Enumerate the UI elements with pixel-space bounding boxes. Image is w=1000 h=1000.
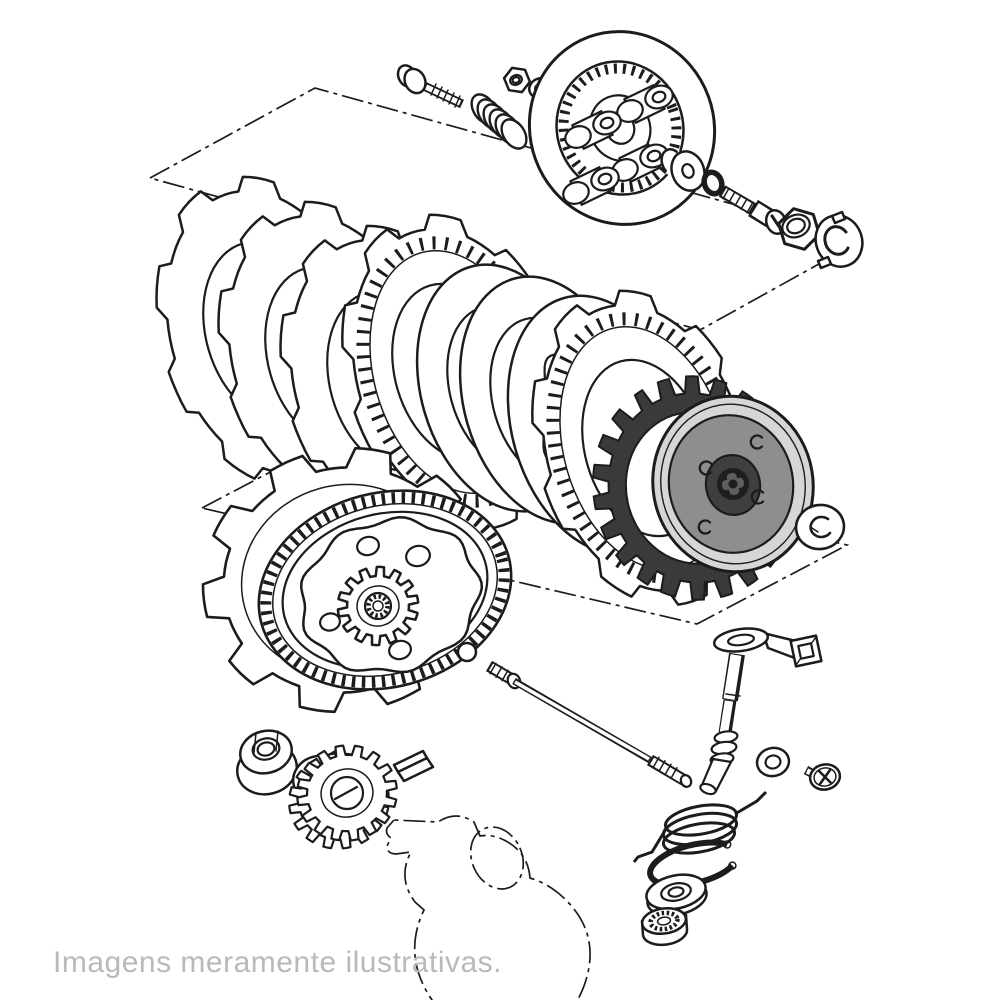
torsion-spring	[632, 790, 768, 863]
release-shaft-assembly	[699, 627, 823, 796]
bolt-flange	[403, 67, 427, 95]
plate-hole	[318, 612, 342, 632]
phillips-screw	[803, 763, 842, 791]
spline-teeth	[721, 472, 745, 496]
bolt-thread-ticks	[430, 83, 461, 108]
pushrod-thread-right	[652, 756, 678, 779]
o-ring	[701, 169, 725, 197]
screw-thread-ticks	[722, 187, 754, 214]
caption: Imagens meramente ilustrativas.	[53, 946, 503, 979]
primary-drive-gear	[288, 744, 398, 850]
bolt-tower-1	[616, 84, 674, 124]
clutch-center-hub	[527, 30, 717, 226]
plate-hole	[405, 544, 431, 568]
release-washer	[755, 746, 791, 778]
bolt-tower-2	[564, 110, 622, 150]
plate-hole	[388, 639, 412, 661]
pushrod-thread-left	[489, 662, 509, 682]
release-arm	[712, 627, 823, 668]
basket-center-pinion	[336, 565, 420, 647]
clutch-spring-bolt	[396, 64, 464, 109]
lifter-cap-washer	[660, 148, 706, 192]
conical-spring-washer	[794, 503, 846, 551]
bolt-hole-marks	[697, 434, 765, 535]
clutch-basket-assembly	[201, 446, 513, 714]
arm-clamp-end	[789, 634, 823, 668]
lock-washer-upper	[814, 210, 864, 270]
pushrod-assembly	[456, 641, 693, 788]
arm-pad	[712, 627, 770, 653]
lock-tab-top	[830, 210, 847, 225]
clutch-spring	[470, 93, 528, 150]
pushrod-ball	[456, 641, 478, 663]
needle-bushing	[640, 906, 689, 947]
crank-nut	[236, 729, 298, 796]
lock-tab-bottom	[816, 255, 833, 270]
clutch-plate-stack	[155, 175, 759, 606]
hub-nut-small	[502, 66, 532, 94]
circlip	[647, 839, 737, 889]
bolt-tower-4	[562, 166, 620, 206]
bearing	[645, 873, 708, 917]
pressure-plate-highlighted	[592, 375, 815, 601]
adjuster-screw	[718, 185, 788, 235]
adjuster-lock-nut	[777, 207, 821, 251]
woodruff-key	[392, 749, 435, 783]
crankshaft-phantom	[385, 815, 591, 1000]
crankpin-hole-phantom	[469, 826, 525, 890]
plate-hole	[356, 535, 380, 557]
phillips-cross-icon	[818, 768, 832, 786]
